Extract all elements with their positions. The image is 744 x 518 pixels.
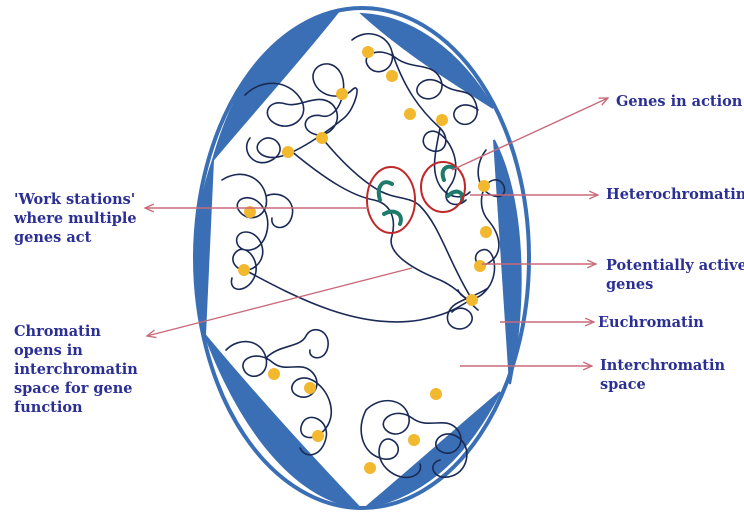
label-line: Interchromatin bbox=[600, 356, 725, 375]
gene-dot bbox=[364, 462, 376, 474]
label-line: Potentially active bbox=[606, 256, 744, 275]
label-line: 'Work stations' bbox=[14, 190, 137, 209]
label-line: genes act bbox=[14, 228, 137, 247]
label-genes-in-action: Genes in action bbox=[616, 92, 742, 111]
gene-dot bbox=[478, 180, 490, 192]
label-interchromatin-space: Interchromatin space bbox=[600, 356, 725, 394]
gene-dot bbox=[430, 388, 442, 400]
gene-dot bbox=[304, 382, 316, 394]
gene-dot bbox=[238, 264, 250, 276]
gene-dot bbox=[316, 132, 328, 144]
label-line: Chromatin bbox=[14, 322, 138, 341]
label-heterochromatin: Heterochromatin bbox=[606, 185, 744, 204]
gene-dot bbox=[312, 430, 324, 442]
label-line: Genes in action bbox=[616, 92, 742, 111]
gene-dot bbox=[436, 114, 448, 126]
label-line: where multiple bbox=[14, 209, 137, 228]
label-line: function bbox=[14, 398, 138, 417]
label-line: opens in bbox=[14, 341, 138, 360]
label-work-stations: 'Work stations' where multiple genes act bbox=[14, 190, 137, 247]
gene-dot bbox=[362, 46, 374, 58]
gene-dot bbox=[336, 88, 348, 100]
label-line: Heterochromatin bbox=[606, 185, 744, 204]
gene-dot bbox=[408, 434, 420, 446]
label-line: space for gene bbox=[14, 379, 138, 398]
label-line: genes bbox=[606, 275, 744, 294]
label-potentially-active-genes: Potentially active genes bbox=[606, 256, 744, 294]
gene-dot bbox=[386, 70, 398, 82]
gene-dot bbox=[282, 146, 294, 158]
label-euchromatin: Euchromatin bbox=[598, 313, 704, 332]
label-chromatin-opens: Chromatin opens in interchromatin space … bbox=[14, 322, 138, 417]
label-line: space bbox=[600, 375, 725, 394]
gene-dot bbox=[474, 260, 486, 272]
gene-dot bbox=[268, 368, 280, 380]
gene-dot bbox=[466, 294, 478, 306]
label-line: interchromatin bbox=[14, 360, 138, 379]
label-line: Euchromatin bbox=[598, 313, 704, 332]
gene-dot bbox=[404, 108, 416, 120]
gene-dot bbox=[480, 226, 492, 238]
